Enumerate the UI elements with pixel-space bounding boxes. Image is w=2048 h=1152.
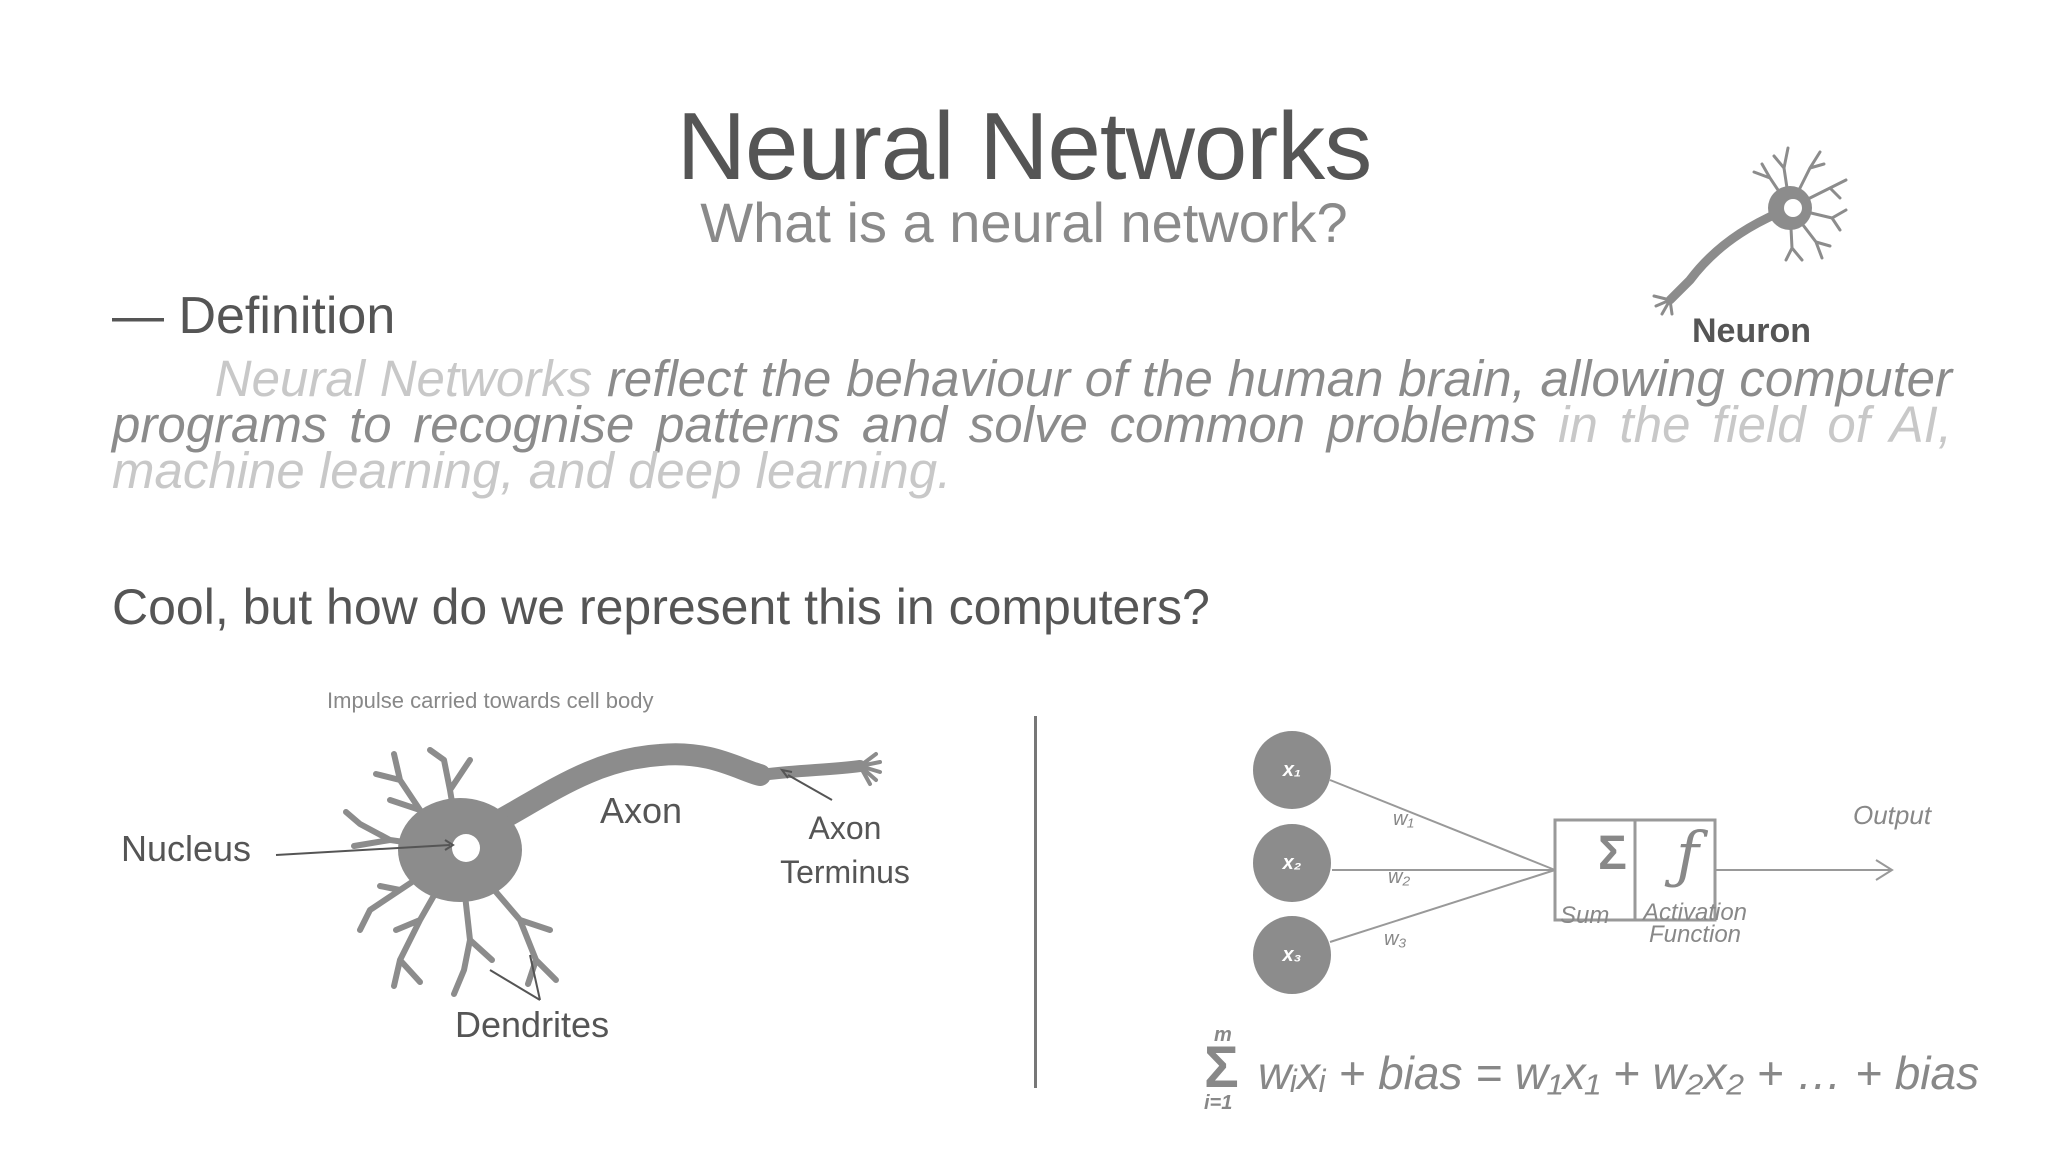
perceptron-diagram (1329, 779, 1894, 943)
weight-w3: w₃ (1384, 928, 1407, 950)
neuron-diagram (275, 743, 882, 1001)
formula-lower-limit: i=1 (1204, 1092, 1233, 1114)
definition-text-part3: in the field of AI, machine learning, an… (112, 396, 1952, 499)
definition-heading: — Definition (112, 287, 396, 345)
axon-label: Axon (600, 790, 683, 831)
dendrites-label: Dendrites (455, 1004, 610, 1045)
input-node-x2: x₂ (1253, 824, 1331, 902)
definition-text-part1: Neural Networks (214, 350, 593, 407)
neuron-icon (1652, 146, 1848, 316)
input-node-x1: x₁ (1253, 731, 1331, 809)
page-subtitle: What is a neural network? (700, 191, 1348, 254)
weight-w1: w₁ (1393, 808, 1414, 830)
vertical-divider (1034, 716, 1037, 1088)
activation-label-line1: Activation (1642, 899, 1748, 926)
axon-terminus-line2: Terminus (780, 854, 910, 890)
section-question: Cool, but how do we represent this in co… (112, 579, 1210, 635)
definition-text-part2: reflect the behaviour of the human brain… (112, 350, 1953, 453)
definition-text: Neural Networks reflect the behaviour of… (112, 353, 1952, 496)
weight-w2: w₂ (1388, 866, 1411, 888)
sum-symbol: Σ (1598, 827, 1627, 880)
output-label: Output (1853, 800, 1932, 830)
input-node-x3: x₃ (1253, 916, 1331, 994)
page-title: Neural Networks (676, 93, 1373, 200)
formula-upper-limit: m (1214, 1024, 1232, 1046)
sum-label: Sum (1560, 902, 1610, 929)
activation-symbol: ƒ (1676, 818, 1699, 891)
axon-terminus-line1: Axon (808, 810, 882, 846)
activation-label-line2: Function (1648, 921, 1742, 948)
nucleus-label: Nucleus (121, 828, 252, 869)
impulse-label: Impulse carried towards cell body (327, 688, 654, 713)
formula-sigma: Σ (1204, 1035, 1239, 1100)
neuron-caption: Neuron (1692, 312, 1811, 350)
formula-expression: wᵢxᵢ + bias = w₁x₁ + w₂x₂ + … + bias (1258, 1047, 1980, 1099)
